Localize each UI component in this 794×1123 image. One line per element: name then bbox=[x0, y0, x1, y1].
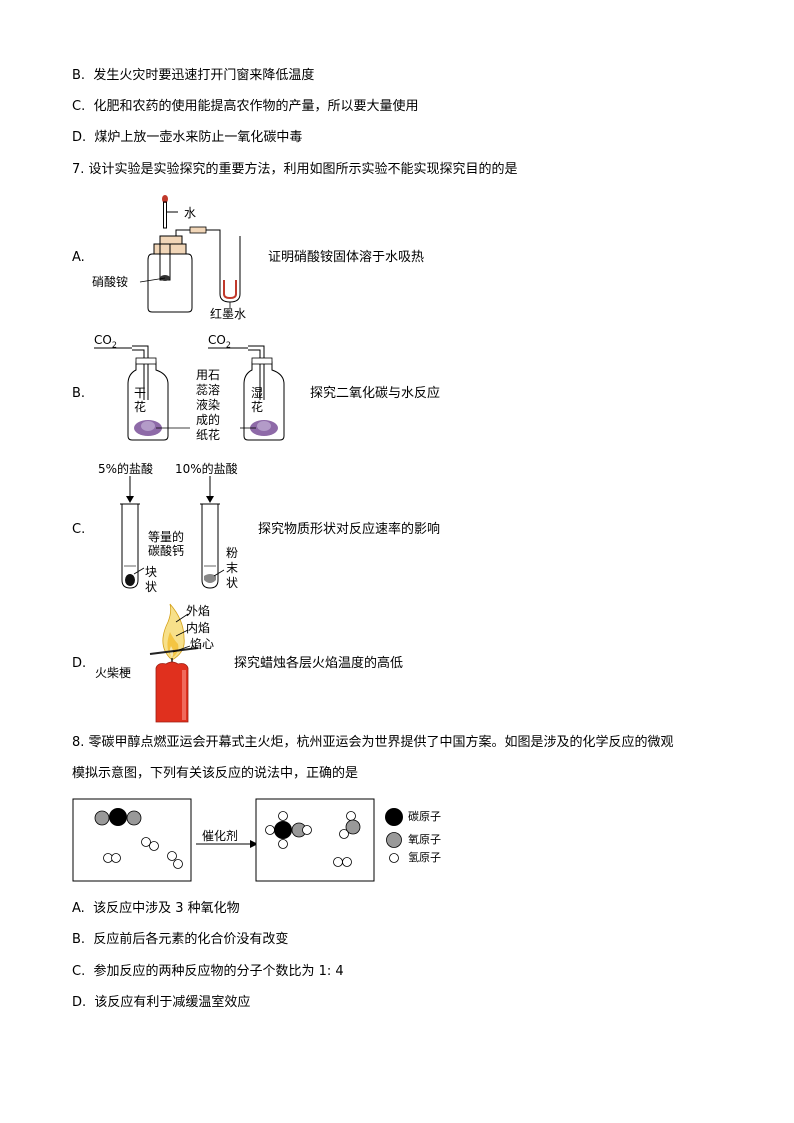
legend-oxygen: 氧原子 bbox=[408, 833, 441, 846]
q7-a-water-label: 水 bbox=[184, 206, 197, 220]
q8-stem-line-2: 模拟示意图，下列有关该反应的说法中，正确的是 bbox=[72, 766, 359, 781]
q7-c-acid1: 5%的盐酸 bbox=[98, 462, 154, 476]
q7-c-test-tubes bbox=[120, 476, 225, 589]
q7-a-desc: 证明硝酸铵固体溶于水吸热 bbox=[268, 250, 425, 265]
q7-c-desc: 探究物质形状对反应速率的影响 bbox=[258, 522, 441, 537]
q6-option-c: C. 化肥和农药的使用能提高农作物的产量，所以要大量使用 bbox=[72, 99, 419, 114]
q7-stem: 7. 设计实验是实验探究的重要方法，利用如图所示实验不能实现探究目的的是 bbox=[72, 162, 518, 177]
q6-option-b: B. 发生火灾时要迅速打开门窗来降低温度 bbox=[72, 68, 315, 83]
q7-a-label: A. bbox=[72, 250, 85, 265]
q8-option-a: A. 该反应中涉及 3 种氧化物 bbox=[72, 901, 240, 916]
q7-b-co2-left: CO2 bbox=[94, 333, 117, 350]
q7-b-bottles bbox=[94, 345, 285, 441]
q7-c-label: C. bbox=[72, 522, 86, 537]
q7-d-flame-core: 焰心 bbox=[190, 637, 215, 651]
q7-c-acid2: 10%的盐酸 bbox=[175, 462, 238, 476]
q8-option-c: C. 参加反应的两种反应物的分子个数比为 1: 4 bbox=[72, 964, 344, 979]
q7-a-apparatus bbox=[139, 195, 241, 313]
legend-carbon: 碳原子 bbox=[408, 810, 441, 823]
q8-option-b: B. 反应前后各元素的化合价没有改变 bbox=[72, 932, 289, 947]
q7-d-candle bbox=[149, 603, 199, 723]
q7-c-mid-note: 等量的 碳酸钙 bbox=[148, 530, 185, 558]
q7-b-flower-note: 用石 蕊溶 液染 成的 纸花 bbox=[196, 368, 221, 442]
q7-d-inner-flame: 内焰 bbox=[186, 621, 211, 635]
legend-hydrogen: 氢原子 bbox=[408, 851, 441, 864]
q7-d-match-label: 火柴梗 bbox=[95, 666, 132, 680]
q7-c-lump-label: 块 状 bbox=[145, 565, 158, 594]
q7-b-co2-right: CO2 bbox=[208, 333, 231, 350]
q8-reaction-diagram bbox=[72, 798, 375, 882]
q7-b-desc: 探究二氧化碳与水反应 bbox=[310, 386, 441, 401]
q8-legend-swatches bbox=[385, 808, 403, 863]
q7-c-powder-label: 粉 末 状 bbox=[226, 546, 239, 590]
q8-option-d: D. 该反应有利于减缓温室效应 bbox=[72, 995, 251, 1010]
q6-option-d: D. 煤炉上放一壶水来防止一氧化碳中毒 bbox=[72, 130, 303, 145]
q8-stem-line-1: 8. 零碳甲醇点燃亚运会开幕式主火炬，杭州亚运会为世界提供了中国方案。如图是涉及… bbox=[72, 735, 674, 750]
q7-b-dry-flower-label: 干花 bbox=[133, 386, 146, 414]
q7-d-label: D. bbox=[72, 656, 87, 671]
q7-a-ink-label: 红墨水 bbox=[210, 307, 247, 321]
q7-d-desc: 探究蜡烛各层火焰温度的高低 bbox=[234, 656, 404, 671]
q7-b-wet-flower-label: 湿花 bbox=[250, 386, 263, 414]
q8-catalyst-label: 催化剂 bbox=[202, 829, 239, 843]
q7-b-label: B. bbox=[72, 386, 86, 401]
q7-a-reagent-label: 硝酸铵 bbox=[92, 275, 129, 289]
q7-d-outer-flame: 外焰 bbox=[186, 604, 211, 618]
